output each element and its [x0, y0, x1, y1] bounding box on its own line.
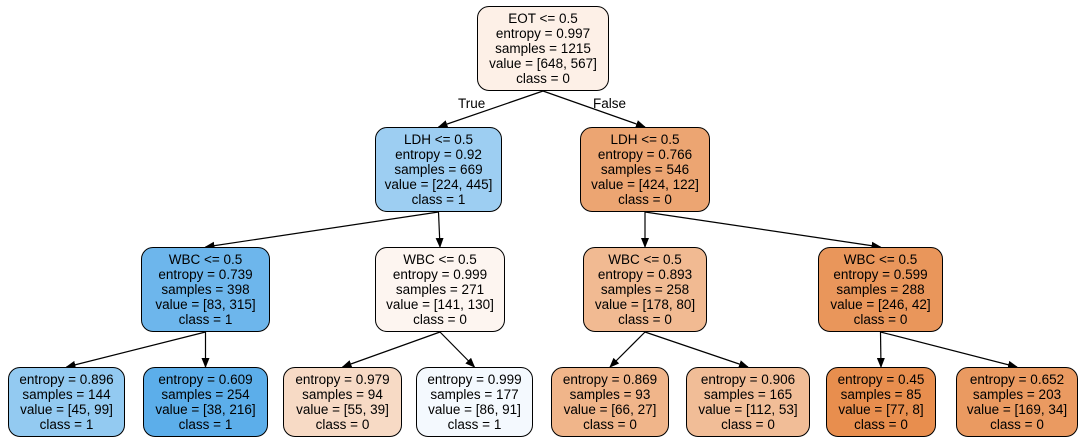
node-samples-text: samples = 144 [22, 387, 111, 402]
node-class-text: class = 0 [516, 71, 570, 86]
node-split-text: WBC <= 0.5 [608, 252, 682, 267]
node-value-text: value = [246, 42] [830, 297, 931, 312]
node-value-text: value = [38, 216] [155, 402, 256, 417]
node-entropy-text: entropy = 0.739 [158, 267, 253, 282]
node-class-text: class = 1 [178, 417, 233, 432]
node-class-text: class = 0 [618, 312, 672, 327]
edge-n6-n14 [880, 331, 1018, 369]
node-samples-text: samples = 258 [600, 282, 690, 297]
node-value-text: value = [77, 8] [838, 402, 924, 417]
node-samples-text: samples = 94 [302, 387, 383, 402]
node-samples-text: samples = 203 [972, 387, 1062, 402]
edge-n5-n12 [644, 331, 749, 368]
node-class-text: class = 1 [39, 417, 94, 432]
node-class-text: class = 1 [178, 312, 233, 327]
edge-n2-n6 [644, 211, 882, 250]
node-value-text: value = [83, 315] [155, 297, 256, 312]
node-split-text: WBC <= 0.5 [403, 252, 477, 267]
node-value-text: value = [141, 130] [386, 297, 494, 312]
node-samples-text: samples = 271 [395, 282, 485, 297]
node-entropy-text: entropy = 0.979 [295, 372, 390, 387]
node-class-text: class = 0 [853, 312, 908, 327]
node-samples-text: samples = 85 [840, 387, 922, 402]
node-class-text: class = 0 [315, 417, 370, 432]
node-value-text: value = [169, 34] [966, 402, 1068, 417]
node-value-text: value = [66, 27] [563, 402, 657, 417]
node-class-text: class = 0 [618, 192, 672, 207]
node-samples-text: samples = 93 [569, 387, 651, 402]
node-value-text: value = [178, 80] [594, 297, 696, 312]
edge-n4-n9 [341, 331, 441, 368]
node-class-text: class = 0 [413, 312, 467, 327]
node-value-text: value = [45, 99] [20, 402, 113, 417]
node-class-text: class = 0 [854, 417, 908, 432]
node-value-text: value = [55, 39] [296, 402, 389, 417]
node-samples-text: samples = 177 [430, 387, 519, 402]
node-split-text: LDH <= 0.5 [610, 132, 680, 147]
node-entropy-text: entropy = 0.652 [969, 372, 1065, 387]
node-class-text: class = 0 [990, 417, 1044, 432]
edge-n1-n3 [204, 211, 439, 250]
node-samples-text: samples = 254 [161, 387, 250, 402]
node-entropy-text: entropy = 0.997 [495, 26, 591, 41]
edge-n3-n7 [65, 331, 206, 369]
node-entropy-text: entropy = 0.45 [837, 372, 925, 387]
node-class-text: class = 1 [411, 192, 466, 207]
node-split-text: LDH <= 0.5 [403, 132, 474, 147]
node-value-text: value = [112, 53] [698, 402, 798, 417]
edge-label-false: False [593, 96, 627, 111]
node-split-text: WBC <= 0.5 [843, 252, 918, 267]
node-split-text: WBC <= 0.5 [168, 252, 243, 267]
node-entropy-text: entropy = 0.92 [395, 147, 482, 162]
edge-n4-n10 [439, 331, 476, 368]
edge-n0-n2 [542, 90, 646, 128]
node-value-text: value = [648, 567] [489, 56, 597, 71]
node-samples-text: samples = 1215 [495, 41, 591, 56]
node-samples-text: samples = 398 [161, 282, 250, 297]
edge-n5-n11 [609, 331, 646, 368]
edge-n6-n13 [876, 331, 885, 368]
node-samples-text: samples = 165 [703, 387, 793, 402]
edge-n0-n1 [437, 90, 544, 128]
node-entropy-text: entropy = 0.599 [833, 267, 928, 282]
node-entropy-text: entropy = 0.893 [597, 267, 693, 282]
node-entropy-text: entropy = 0.766 [597, 147, 693, 162]
node-class-text: class = 0 [583, 417, 637, 432]
node-split-text: EOT <= 0.5 [508, 11, 578, 26]
node-samples-text: samples = 669 [394, 162, 483, 177]
node-class-text: class = 1 [447, 417, 502, 432]
node-entropy-text: entropy = 0.999 [427, 372, 522, 387]
node-entropy-text: entropy = 0.609 [158, 372, 253, 387]
node-entropy-text: entropy = 0.999 [392, 267, 488, 282]
edge-n1-n4 [435, 211, 444, 248]
edge-label-true: True [458, 96, 486, 111]
node-entropy-text: entropy = 0.896 [19, 372, 114, 387]
node-value-text: value = [86, 91] [428, 402, 521, 417]
node-samples-text: samples = 546 [600, 162, 690, 177]
node-entropy-text: entropy = 0.906 [700, 372, 796, 387]
node-value-text: value = [224, 445] [384, 177, 493, 192]
node-class-text: class = 0 [721, 417, 775, 432]
node-value-text: value = [424, 122] [591, 177, 699, 192]
node-entropy-text: entropy = 0.869 [562, 372, 658, 387]
node-samples-text: samples = 288 [836, 282, 925, 297]
